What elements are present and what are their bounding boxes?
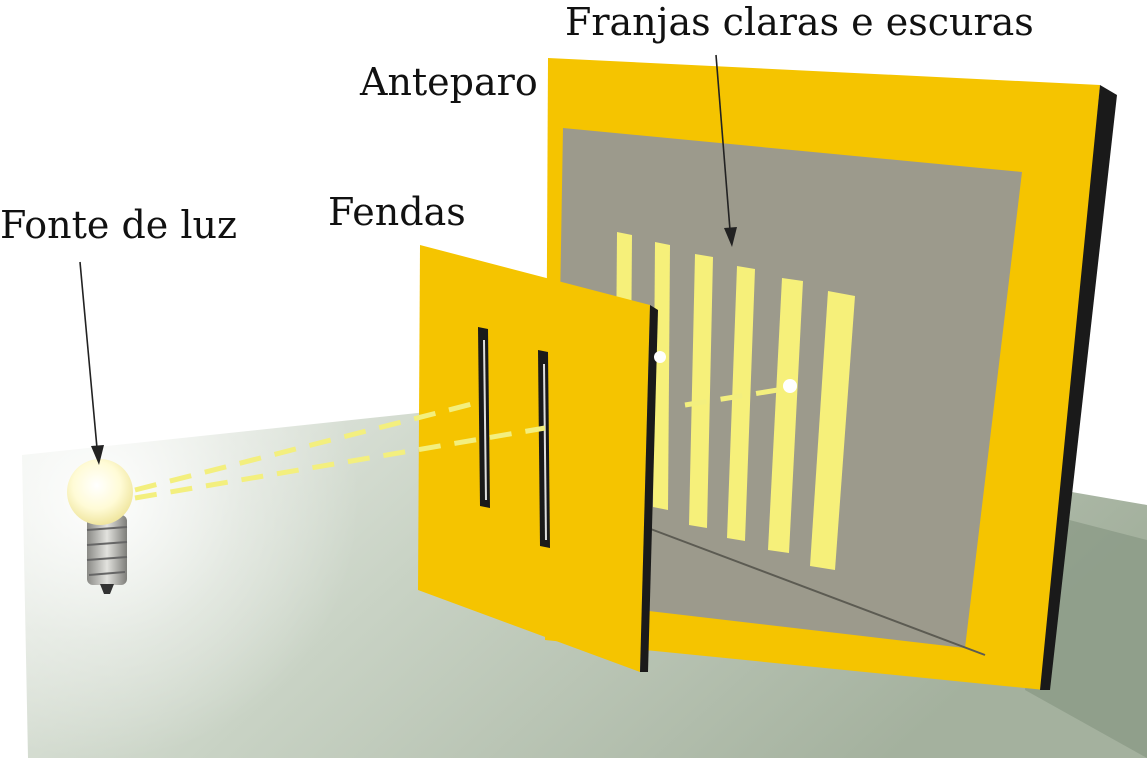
screen <box>545 58 1117 690</box>
interference-fringes <box>615 232 855 570</box>
fringe-bar-6 <box>810 291 855 570</box>
screen-floor-line <box>639 524 986 656</box>
fringe-bar-5 <box>768 278 803 553</box>
fringe-bar-4 <box>727 266 755 541</box>
light-spot-2 <box>783 379 797 393</box>
pointer-arrows <box>79 54 737 465</box>
slit-panel <box>418 245 658 672</box>
label-screen: Anteparo <box>359 60 538 104</box>
label-slits: Fendas <box>328 190 466 234</box>
light-spot-1 <box>654 351 666 363</box>
slit-panel-edge <box>640 305 658 672</box>
light-rays <box>134 385 791 501</box>
fringe-bar-2 <box>653 242 670 510</box>
light-bulb-icon <box>67 459 133 594</box>
label-fringes: Franjas claras e escuras <box>565 0 1034 44</box>
screen-edge <box>1040 85 1117 690</box>
slit-panel-face <box>418 245 650 672</box>
fringe-bar-3 <box>689 254 713 528</box>
label-source: Fonte de luz <box>0 203 237 247</box>
